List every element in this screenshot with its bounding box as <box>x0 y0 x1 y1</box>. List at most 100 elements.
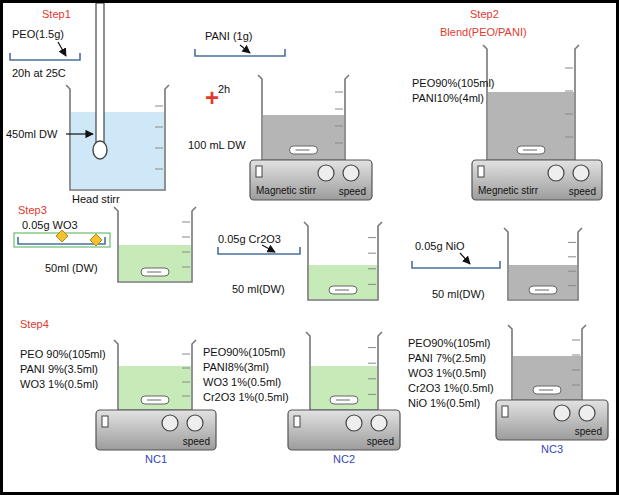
beaker <box>306 332 382 410</box>
stir-bar-mark <box>147 400 161 401</box>
graduation <box>368 378 376 379</box>
graduation <box>572 355 580 356</box>
weighing-dish <box>195 49 285 56</box>
pointer-arrow <box>66 133 93 134</box>
annotation: 50 ml(DW) <box>232 283 285 296</box>
stirrer-plate <box>250 160 372 200</box>
liquid <box>509 265 577 299</box>
step-heading: Step4 <box>20 318 49 331</box>
annotation: PANI10%(4ml) <box>412 92 484 105</box>
annotation: 100 mL DW <box>188 139 246 152</box>
control-knob <box>573 165 589 181</box>
control-knob <box>187 415 203 431</box>
power-switch <box>478 166 484 177</box>
weighing-dish <box>218 247 300 254</box>
annotation: 2h <box>218 83 230 96</box>
stir-bar <box>517 146 545 154</box>
weighing-dish <box>10 53 80 60</box>
pointer-arrow <box>460 253 470 264</box>
stirrer-plate <box>96 410 216 450</box>
graduation <box>368 347 376 348</box>
annotation: PANI 9%(3.5ml) <box>20 363 98 376</box>
graduation <box>565 137 573 138</box>
step-heading: Step1 <box>42 8 71 21</box>
stir-bar <box>330 396 358 404</box>
power-switch <box>502 406 508 417</box>
beaker-wall <box>114 207 196 282</box>
beaker <box>483 45 579 160</box>
stirrer-base: speedNC1 <box>96 410 216 450</box>
stir-bar <box>290 146 318 154</box>
graduation <box>155 148 163 149</box>
annotation: PANI8%(3ml) <box>203 361 269 374</box>
control-knob <box>318 165 334 181</box>
annotation: 0.05g WO3 <box>22 219 78 232</box>
graduation <box>368 253 376 254</box>
graduation <box>182 354 190 355</box>
graduation <box>568 285 576 286</box>
graduation <box>368 268 376 269</box>
beaker <box>304 222 382 300</box>
control-knob <box>554 405 570 421</box>
beaker <box>66 85 169 190</box>
stirrer-body <box>96 410 216 450</box>
power-switch <box>102 416 108 427</box>
stirrer-body <box>472 160 602 200</box>
stirrer-plate <box>472 160 602 200</box>
graduation <box>368 394 376 395</box>
graduation <box>182 368 190 369</box>
stir-bar <box>141 268 169 276</box>
stirrer-base: Megnetic stirrspeed <box>472 160 602 200</box>
liquid <box>119 366 191 409</box>
graduation <box>335 126 343 127</box>
annotation: PEO90%(105ml) <box>408 337 491 350</box>
power-switch <box>256 166 262 177</box>
stirrer-body <box>288 410 400 450</box>
stirrer-plate <box>288 410 400 450</box>
stir-bar-mark <box>535 290 549 291</box>
graduation <box>368 363 376 364</box>
stir-bar <box>529 286 557 294</box>
annotation: PANI (1g) <box>205 30 252 43</box>
graduation <box>335 109 343 110</box>
graduation <box>568 256 576 257</box>
annotation: PANI 7%(2.5ml) <box>408 352 486 365</box>
stirrer-base: speedNC2 <box>288 410 400 450</box>
annotation: PEO90%(105ml) <box>412 77 495 90</box>
stir-bar-mark <box>147 272 161 273</box>
step-heading: + <box>205 86 219 110</box>
graduation <box>182 396 190 397</box>
sample-name: NC2 <box>333 453 355 466</box>
graduation <box>155 106 163 107</box>
control-knob <box>548 165 564 181</box>
annotation: PEO 90%(105ml) <box>20 348 106 361</box>
step-heading: Step2 <box>470 8 499 21</box>
liquid <box>311 366 377 409</box>
powder-crystal <box>90 234 102 246</box>
stir-bar-mark <box>539 390 553 391</box>
beaker-wall <box>504 228 582 300</box>
stirrer-base: speedNC3 <box>496 400 608 440</box>
graduation <box>565 114 573 115</box>
annotation: 50 ml(DW) <box>432 288 485 301</box>
stirrer-label: speed <box>367 436 394 448</box>
liquid <box>119 245 191 281</box>
pointer-arrow <box>240 45 250 53</box>
stir-bar <box>329 286 357 294</box>
beaker <box>508 325 586 400</box>
sample-name: NC3 <box>541 443 563 456</box>
annotation: 450ml DW <box>6 128 57 141</box>
stirrer-rod <box>96 3 104 148</box>
control-knob <box>346 415 362 431</box>
liquid <box>309 265 377 299</box>
graduation <box>335 92 343 93</box>
liquid <box>488 92 574 159</box>
stirrer-label: speed <box>575 426 602 438</box>
beaker-wall <box>258 75 349 160</box>
beaker-wall <box>66 85 169 190</box>
graduation <box>572 340 580 341</box>
beaker <box>114 340 196 410</box>
annotation: WO3 1%(0.5ml) <box>203 376 281 389</box>
